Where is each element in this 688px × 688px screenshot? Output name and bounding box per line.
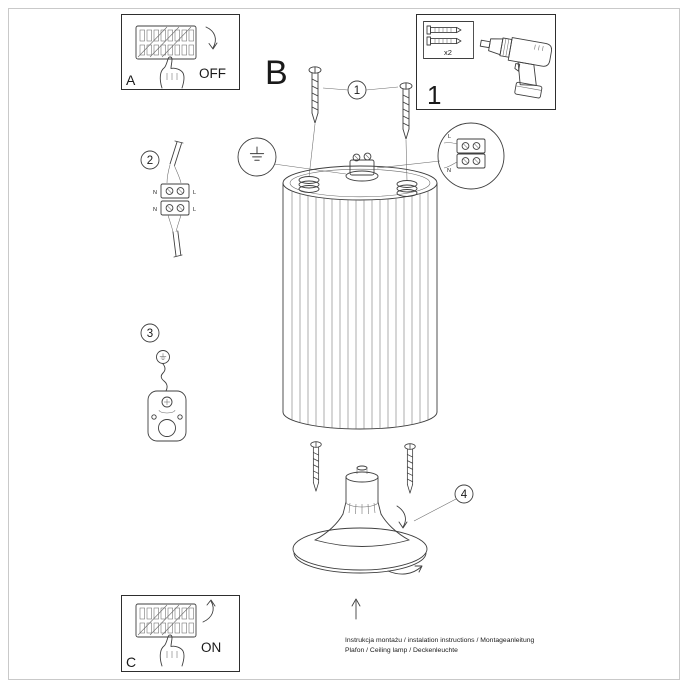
step-c-power-on-box: C ON xyxy=(121,595,240,672)
kit-box: x2 1 xyxy=(416,14,556,110)
canopy-illustration: 4 xyxy=(292,465,474,620)
breaker-panel-icon xyxy=(135,603,197,667)
step-a-label: A xyxy=(126,72,136,88)
terminal-block-icon xyxy=(456,138,486,154)
switch-on-arrow-icon xyxy=(202,599,216,623)
callout-badge-2 xyxy=(140,150,160,170)
ground-detail-circle xyxy=(237,137,347,177)
neutral-label: N xyxy=(447,168,451,174)
terminal-block-icon xyxy=(456,153,486,169)
breaker-panel-icon xyxy=(135,25,197,89)
callout-1-number: 1 xyxy=(354,85,360,97)
rotate-arrow-icon xyxy=(387,565,423,575)
screw-icon xyxy=(404,443,416,494)
step-2-cable-illustration: 2 N L N L xyxy=(140,140,196,258)
rotate-arrow-icon xyxy=(396,505,408,529)
anchor-count-label: x2 xyxy=(444,48,452,57)
push-up-arrow-icon xyxy=(351,598,361,620)
threaded-insert-icon xyxy=(298,176,320,193)
ground-symbol-icon xyxy=(249,146,265,161)
section-b-label: B xyxy=(265,54,288,92)
screw-icon xyxy=(399,82,413,140)
power-off-label: OFF xyxy=(199,66,226,81)
drill-icon xyxy=(479,37,553,99)
live-label: L xyxy=(193,207,196,213)
mounting-screws-bottom xyxy=(310,441,416,494)
ground-symbol-icon xyxy=(159,353,167,360)
wall-anchor-icon xyxy=(426,25,462,35)
threaded-insert-icon xyxy=(396,180,418,197)
neutral-label: N xyxy=(153,190,157,196)
mounting-screws-top: 1 xyxy=(308,66,413,182)
terminal-block-icon xyxy=(160,183,190,199)
footer-product-line: Plafon / Ceiling lamp / Deckenleuchte xyxy=(345,647,458,654)
live-label: L xyxy=(193,190,196,196)
power-on-label: ON xyxy=(201,640,221,655)
neutral-label: N xyxy=(153,207,157,213)
lampshade-illustration xyxy=(282,152,438,430)
step-c-label: C xyxy=(126,654,136,670)
screw-icon xyxy=(310,441,322,492)
kit-number-label: 1 xyxy=(427,80,441,110)
page-border xyxy=(8,8,680,680)
lamp-terminal-icon xyxy=(345,152,379,182)
wiring-detail-circle: L N xyxy=(376,122,505,190)
terminal-block-icon xyxy=(160,200,190,216)
step-3-bracket-illustration: 3 xyxy=(140,323,187,442)
step-a-power-off-box: A OFF xyxy=(121,14,240,90)
callout-2-number: 2 xyxy=(147,155,153,167)
footer: Instrukcja montażu / instalation instruc… xyxy=(345,637,535,654)
callout-4-number: 4 xyxy=(461,489,468,501)
wall-anchor-icon xyxy=(426,36,462,46)
callout-badge-4 xyxy=(454,484,474,504)
switch-off-arrow-icon xyxy=(205,26,218,50)
live-label: L xyxy=(448,134,451,140)
callout-3-number: 3 xyxy=(147,328,153,340)
callout-badge-3 xyxy=(140,323,160,343)
screw-icon xyxy=(308,66,322,124)
footer-instructions-line: Instrukcja montażu / instalation instruc… xyxy=(345,637,535,644)
